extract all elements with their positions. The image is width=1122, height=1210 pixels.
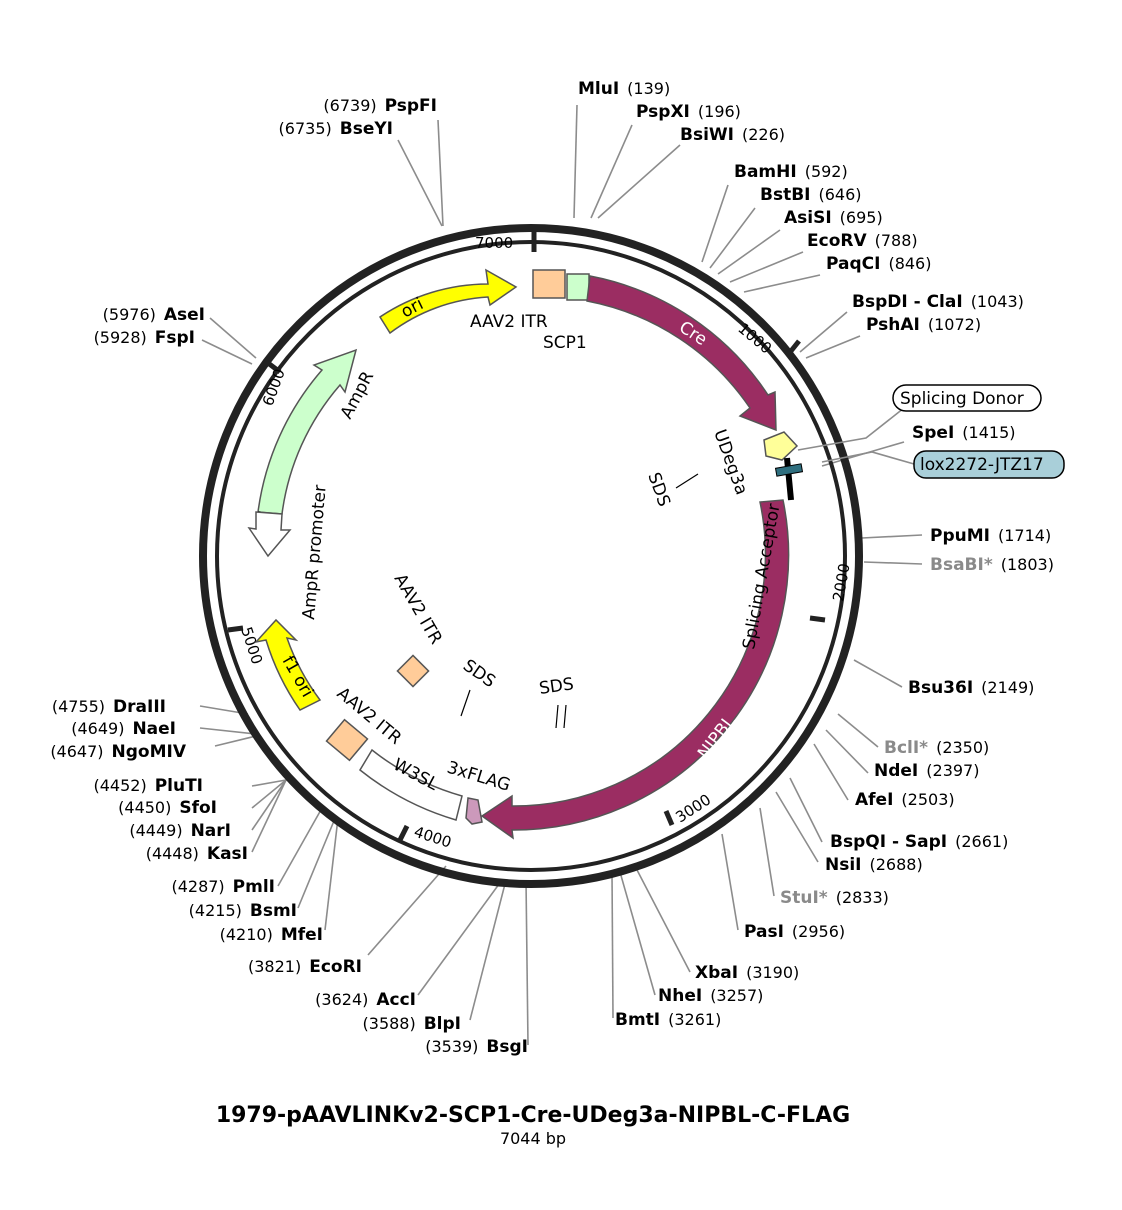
site-leader-lines [199, 104, 923, 1046]
plasmid-length: 7044 bp [500, 1129, 566, 1148]
site-label: (5976)AseI [103, 305, 205, 325]
tick-label-3000: 3000 [672, 790, 714, 826]
ampr-arrow [257, 348, 358, 515]
flag-arrow [465, 797, 483, 825]
site-label: BamHI(592) [734, 162, 848, 182]
sds-marker-3b [563, 704, 567, 729]
site-label: (3588)BlpI [363, 1014, 461, 1034]
site-label: (4449)NarI [129, 821, 231, 841]
udeg3a-label: UDeg3a [709, 427, 751, 498]
splicing-donor-callout [892, 384, 1042, 412]
tick-label-2000: 2000 [829, 562, 853, 603]
sds-marker-3a [555, 704, 559, 729]
site-label: BsaBI*(1803) [930, 555, 1054, 575]
site-label: PspXI(196) [636, 102, 741, 122]
ori-arrow [378, 268, 518, 335]
site-label: NdeI(2397) [874, 761, 979, 781]
aav2-itr-bottom-box [325, 718, 369, 762]
aav2-itr-inner-box [396, 654, 430, 688]
cre-arrow [586, 275, 777, 432]
site-label: (4452)PluTI [93, 776, 203, 796]
sds-marker-2 [460, 689, 471, 717]
site-label: BspDI - ClaI(1043) [852, 292, 1024, 312]
site-label: BmtI(3261) [615, 1010, 721, 1030]
f1-ori-arrow [253, 618, 322, 711]
ampr-promoter-arrow [247, 511, 292, 558]
site-label: PasI(2956) [744, 922, 845, 942]
site-label: BclI*(2350) [884, 738, 989, 758]
site-label: (4215)BsmI [189, 901, 297, 921]
site-label: (4649)NaeI [71, 719, 176, 739]
site-label: Bsu36I(2149) [908, 678, 1034, 698]
w3sl-box [359, 748, 463, 821]
sds-label-3: SDS [538, 674, 575, 699]
site-label: (3821)EcoRI [248, 957, 362, 977]
site-label: (4755)DraIII [52, 697, 166, 717]
lox-site-box [774, 463, 804, 477]
site-label: XbaI(3190) [695, 963, 799, 983]
site-label: AfeI(2503) [855, 790, 955, 810]
splicing-donor-callout-label: Splicing Donor [900, 389, 1024, 409]
site-label: BsiWI(226) [680, 125, 785, 145]
site-label: (6739)PspFI [323, 96, 437, 116]
plasmid-title: 1979-pAAVLINKv2-SCP1-Cre-UDeg3a-NIPBL-C-… [216, 1103, 850, 1128]
flag-label: 3xFLAG [445, 758, 513, 796]
tick-label-5000: 5000 [237, 625, 266, 667]
site-label: BspQI - SapI(2661) [830, 832, 1008, 852]
restriction-site-labels: MluI(139) PspXI(196) BsiWI(226) BamHI(59… [50, 79, 1054, 1057]
lox-site-bar [784, 457, 794, 501]
site-label: EcoRV(788) [807, 231, 918, 251]
aav2-itr-inner-label: AAV2 ITR [390, 571, 446, 648]
tick-marks [227, 232, 826, 842]
site-label: NheI(3257) [658, 986, 763, 1006]
site-label: PshAI(1072) [866, 315, 981, 335]
site-label: (5928)FspI [94, 328, 195, 348]
tick-label-7000: 7000 [475, 234, 513, 252]
sds-label-1: SDS [643, 470, 674, 509]
ampr-promoter-label: AmpR promoter [299, 484, 331, 620]
lox-callout [913, 450, 1065, 479]
site-label: (4450)SfoI [118, 798, 217, 818]
site-label: BstBI(646) [760, 185, 862, 205]
sds-label-2: SDS [459, 656, 499, 692]
site-label: (4210)MfeI [220, 925, 323, 945]
site-label: (3539)BsgI [425, 1037, 528, 1057]
nipbl-arrow [480, 499, 790, 840]
sds-marker-1 [675, 473, 699, 489]
lox-callout-label: lox2272-JTZ17 [920, 455, 1044, 475]
scp1-label: SCP1 [543, 333, 587, 353]
aav2-itr-top-label: AAV2 ITR [470, 312, 548, 332]
aav2-itr-top-box [532, 269, 566, 299]
scp1-box [566, 273, 590, 301]
site-label: PaqCI(846) [826, 254, 931, 274]
backbone-outer-ring [199, 224, 863, 888]
lox-leader [821, 451, 915, 465]
site-label: AsiSI(695) [784, 208, 883, 228]
site-label: SpeI(1415) [912, 423, 1015, 443]
splicing-donor-arrow [763, 431, 799, 461]
site-label: MluI(139) [578, 79, 670, 99]
site-label: (4647)NgoMIV [50, 742, 187, 762]
backbone-inner-ring [215, 240, 847, 872]
site-label: (4448)KasI [146, 844, 248, 864]
splicing-donor-leader [797, 407, 905, 451]
site-label: StuI*(2833) [780, 888, 889, 908]
site-label: PpuMI(1714) [930, 526, 1051, 546]
site-label: NsiI(2688) [825, 855, 923, 875]
site-label: (4287)PmlI [171, 877, 275, 897]
site-label: (6735)BseYI [279, 119, 393, 139]
site-label: (3624)AccI [315, 990, 416, 1010]
